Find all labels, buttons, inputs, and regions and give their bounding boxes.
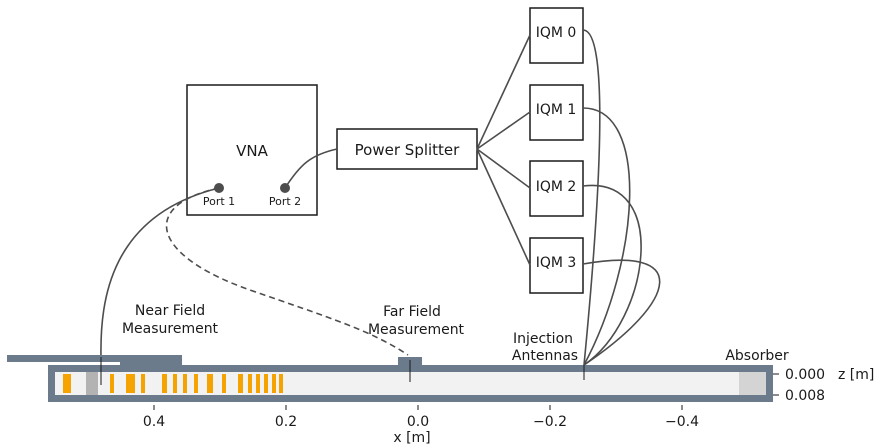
orange-stripe [194, 374, 198, 393]
orange-stripe [222, 374, 226, 393]
x-axis-label: x [m] [393, 430, 430, 445]
x-tick-label-0.2: 0.2 [275, 414, 297, 430]
iqm-3-box [529, 237, 584, 294]
absorber-block [739, 372, 766, 395]
far-field-slot [418, 365, 420, 372]
orange-stripe [183, 374, 187, 393]
far-field-slot [407, 365, 410, 372]
cable-splitter-iqm0 [476, 34, 531, 150]
orange-stripe [126, 374, 135, 393]
orange-stripe [63, 374, 71, 393]
x-axis: 0.4 0.2 0.0 −0.2 −0.4 x [m] [143, 405, 699, 445]
cable-iqm1-injection [582, 107, 631, 366]
z-axis-label: z [m] [838, 367, 874, 383]
near-field-probe-step [120, 362, 182, 368]
cable-port1-near-field [100, 187, 220, 358]
orange-stripe [238, 374, 243, 393]
waveguide-bottom-wall [48, 395, 773, 402]
cable-splitter-iqm1 [476, 111, 531, 150]
orange-stripe [141, 374, 145, 393]
iqm-2-label: IQM 2 [536, 179, 577, 195]
orange-stripes [63, 374, 283, 393]
orange-stripe [207, 374, 213, 393]
iqm-0-label: IQM 0 [536, 25, 577, 41]
waveguide-channel [55, 372, 770, 395]
far-field-label-line1: Far Field [383, 304, 441, 320]
near-field-insert [86, 372, 98, 395]
near-field-probe-plate [7, 355, 182, 362]
far-field-slot [413, 365, 415, 372]
orange-stripe [256, 374, 260, 393]
cable-iqm0-injection [582, 29, 601, 366]
orange-stripe [264, 374, 268, 393]
orange-stripe [279, 374, 283, 393]
far-field-slot [410, 365, 412, 372]
far-field-slot [402, 365, 404, 372]
port1-label: Port 1 [203, 195, 235, 208]
cable-splitter-iqm3 [476, 148, 531, 266]
injection-label-line1: Injection [513, 331, 573, 347]
cables [100, 29, 661, 366]
iqm-2-box [529, 160, 584, 217]
z-axis: 0.000 0.008 z [m] [773, 367, 874, 404]
injection-label-line2: Antennas [512, 348, 578, 364]
orange-stripe [162, 374, 167, 393]
cable-port1-far-field [165, 187, 409, 356]
waveguide-left-wall [48, 365, 55, 402]
x-tick-label-neg0.2: −0.2 [533, 414, 567, 430]
cable-port2-splitter [284, 148, 338, 189]
iqm-1-box [529, 84, 584, 141]
waveguide-right-wall [766, 365, 773, 402]
orange-stripe [173, 374, 177, 393]
orange-stripe [272, 374, 276, 393]
near-field-label-line2: Measurement [122, 321, 219, 337]
waveguide [7, 355, 773, 402]
far-field-probe-slots [400, 365, 420, 372]
x-tick-label-neg0.4: −0.4 [665, 414, 699, 430]
x-tick-label-0.0: 0.0 [407, 414, 429, 430]
far-field-slot [405, 365, 407, 372]
z-tick-label-0.000: 0.000 [785, 367, 825, 383]
absorber-label: Absorber [725, 348, 789, 364]
x-tick-label-0.4: 0.4 [143, 414, 165, 430]
iqm-0-box [529, 7, 584, 64]
orange-stripe [248, 374, 252, 393]
far-field-slot [400, 365, 402, 372]
far-field-slot [415, 365, 417, 372]
iqm-1-label: IQM 1 [536, 102, 577, 118]
vna-title: VNA [236, 142, 268, 160]
orange-stripe [110, 374, 114, 393]
vna-box [186, 84, 318, 216]
far-field-label-line2: Measurement [368, 322, 465, 338]
cable-splitter-iqm2 [476, 148, 531, 189]
z-tick-label-0.008: 0.008 [785, 388, 825, 404]
cable-iqm3-injection [582, 259, 661, 366]
power-splitter-label: Power Splitter [355, 141, 460, 159]
iqm-3-label: IQM 3 [536, 255, 577, 271]
port2-label: Port 2 [269, 195, 301, 208]
cable-iqm2-injection [582, 184, 642, 366]
near-field-label-line1: Near Field [135, 303, 205, 319]
